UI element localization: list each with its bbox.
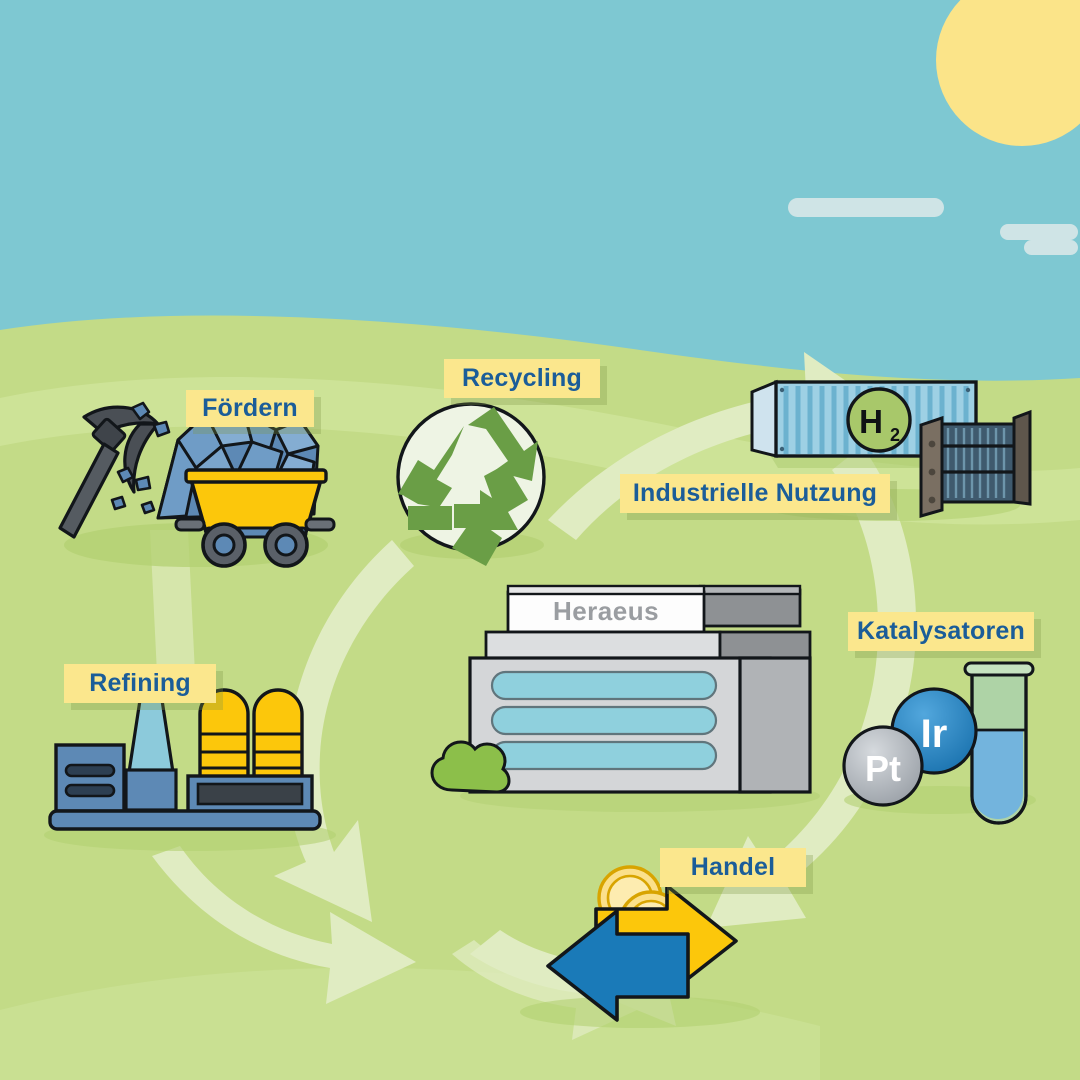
catalyst-spheres-icon: Ir Pt bbox=[842, 661, 1036, 825]
cycle-arrow-right bbox=[706, 446, 917, 928]
svg-text:Ir: Ir bbox=[921, 712, 948, 756]
recycle-arrows bbox=[398, 407, 538, 566]
recycle-symbol-icon bbox=[396, 402, 546, 566]
mine-cart bbox=[174, 468, 336, 568]
stage-label-handel[interactable]: Handel bbox=[660, 848, 806, 887]
cloud-icon-right bbox=[1000, 224, 1078, 255]
test-tube-icon bbox=[963, 661, 1035, 825]
cloud-icon-left bbox=[788, 198, 944, 217]
rock-chips bbox=[110, 401, 171, 515]
sun-icon bbox=[936, 0, 1080, 146]
h2-badge bbox=[846, 387, 912, 453]
svg-text:H: H bbox=[859, 403, 883, 440]
flow-band-vertical bbox=[150, 530, 196, 694]
arrow-left-blue bbox=[546, 909, 690, 1022]
mining-cart-icon bbox=[58, 401, 336, 568]
stage-label-recycling[interactable]: Recycling bbox=[444, 359, 600, 398]
svg-text:Pt: Pt bbox=[865, 748, 901, 789]
stage-label-foerdern[interactable]: Fördern bbox=[186, 390, 314, 427]
heraeus-logo-text: Heraeus bbox=[553, 596, 659, 626]
cycle-arrow-left bbox=[152, 846, 416, 1004]
svg-text:2: 2 bbox=[890, 425, 900, 445]
electrolyser-stack bbox=[919, 409, 1032, 518]
heraeus-building: Heraeus bbox=[430, 584, 820, 812]
platinum-sphere bbox=[842, 725, 924, 807]
bush-icon bbox=[430, 740, 511, 794]
stage-label-refining[interactable]: Refining bbox=[64, 664, 216, 703]
h2-container-icon: H 2 bbox=[750, 379, 1032, 521]
refinery-tanks bbox=[198, 688, 304, 782]
trade-arrows-icon bbox=[520, 865, 760, 1028]
stage-label-industrielle-nutzung[interactable]: Industrielle Nutzung bbox=[620, 474, 890, 513]
refinery-plant-icon bbox=[44, 688, 336, 851]
stage-label-katalysatoren[interactable]: Katalysatoren bbox=[848, 612, 1034, 651]
